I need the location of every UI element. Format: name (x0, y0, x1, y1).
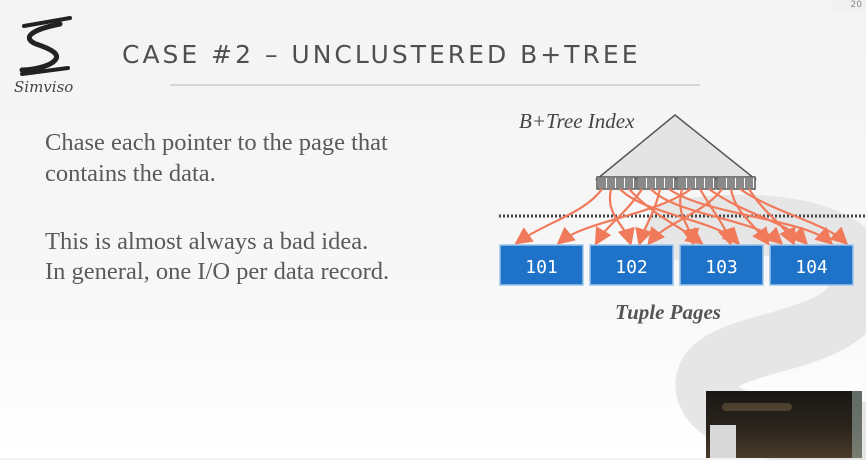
video-scene-glow (852, 391, 862, 458)
title-divider (170, 84, 700, 86)
btree-diagram: B+Tree Index 101 102 (499, 109, 866, 324)
index-label: B+Tree Index (519, 109, 635, 133)
tuple-page-103: 103 (679, 244, 764, 286)
pages-label: Tuple Pages (615, 300, 721, 324)
slide-number: 20 (832, 0, 866, 12)
btree-index-triangle (594, 114, 758, 180)
bullet-chase-pointer: Chase each pointer to the page that cont… (45, 129, 388, 187)
slide-title: CASE #2 – UNCLUSTERED B+TREE (122, 40, 641, 69)
presenter-video-thumbnail (706, 391, 862, 458)
tuple-page-label: 103 (705, 257, 738, 278)
tuple-page-label: 102 (615, 257, 648, 278)
tuple-page-102: 102 (589, 244, 674, 286)
video-scene-detail (722, 403, 792, 411)
simviso-logo-icon (19, 16, 72, 76)
tuple-page-label: 101 (525, 257, 558, 278)
tuple-page-label: 104 (795, 257, 828, 278)
btree-leaf-nodes (596, 176, 756, 190)
tuple-page-101: 101 (499, 244, 584, 286)
tuple-page-104: 104 (769, 244, 854, 286)
pointer-arrows (514, 188, 849, 247)
bullet-bad-idea: This is almost always a bad idea. (45, 228, 369, 255)
bullet-one-io: In general, one I/O per data record. (45, 258, 390, 285)
logo-text: Simviso (14, 78, 74, 96)
video-scene-figure (710, 425, 736, 458)
